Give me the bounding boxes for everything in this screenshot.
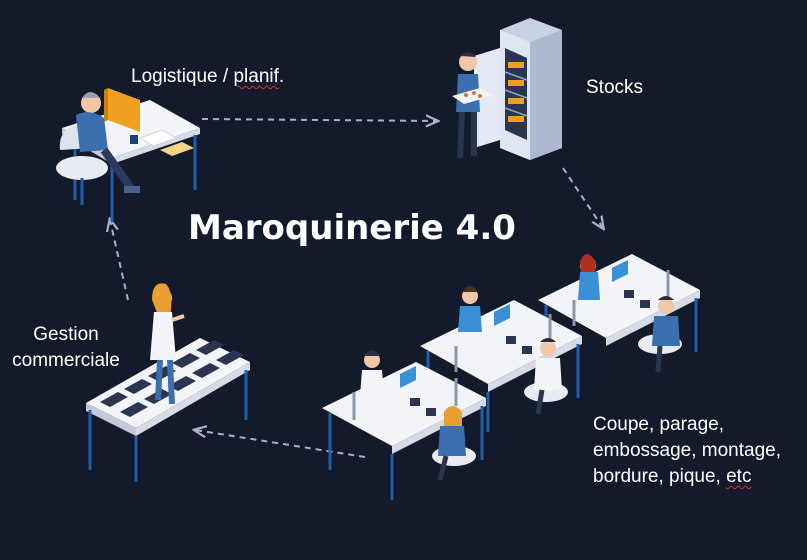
label-production-line3: bordure, pique, etc — [593, 464, 781, 490]
label-production-line3-underlined: etc — [726, 466, 752, 487]
workbench-middle — [420, 286, 582, 432]
label-logistique-end: . — [278, 66, 285, 87]
workshop-icon — [322, 254, 700, 500]
label-production-line2: embossage, montage, — [593, 440, 782, 461]
label-logistique: Logistique / planif. — [131, 64, 284, 90]
label-production-line1: Coupe, parage, — [593, 414, 724, 435]
arrow-gestion-to-logistique — [110, 220, 129, 301]
label-production-line3-main: bordure, pique, — [593, 466, 727, 487]
label-production: Coupe, parage, embossage, montage, bordu… — [593, 412, 781, 490]
label-gestion-line1: Gestion — [33, 324, 99, 345]
arrow-stocks-to-workshop — [562, 167, 603, 228]
arrow-logistique-to-stocks — [201, 119, 437, 121]
label-gestion-line2: commerciale — [12, 350, 120, 371]
workbench-front — [322, 350, 486, 500]
label-logistique-underlined: planif — [233, 66, 279, 87]
label-stocks: Stocks — [586, 77, 644, 98]
flow-arrows — [110, 119, 603, 458]
diagram-title: Maroquinerie 4.0 — [188, 208, 516, 248]
label-logistique-main: Logistique / — [131, 66, 234, 87]
workbench-back — [538, 254, 700, 373]
fridge-storage-icon — [452, 18, 562, 160]
sales-desk-icon — [86, 283, 250, 482]
arrow-workshop-to-gestion — [195, 430, 366, 458]
label-gestion: Gestion commerciale — [6, 322, 126, 374]
office-worker-icon — [56, 88, 200, 222]
